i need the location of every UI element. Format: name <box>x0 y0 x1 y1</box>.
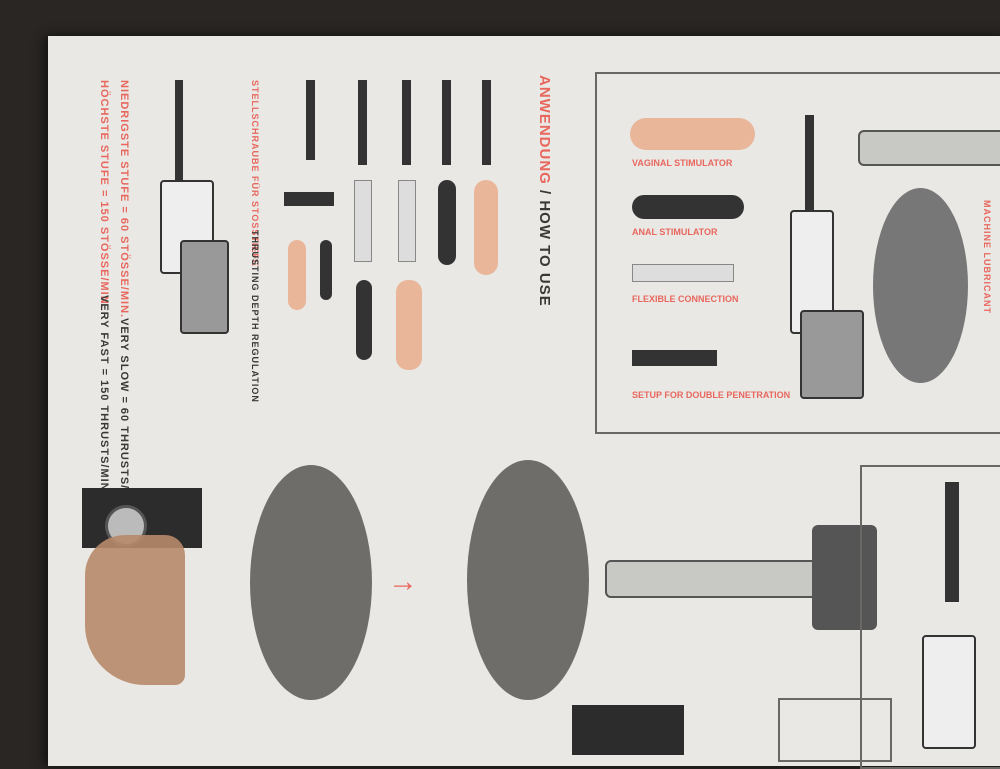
machine-rod <box>945 482 959 602</box>
flexible-connection-label: FLEXIBLE CONNECTION <box>632 294 739 304</box>
attachment-skin <box>396 280 422 370</box>
suction-base <box>467 460 589 700</box>
rod <box>306 80 315 160</box>
machine-body <box>180 240 229 334</box>
attachment-dark <box>438 180 456 265</box>
machine-arm <box>858 130 1000 166</box>
machine-body <box>800 310 864 399</box>
machine-arm <box>605 560 829 598</box>
double-adapter-image <box>632 350 717 366</box>
vaginal-stimulator-image <box>630 118 755 150</box>
depth-label-de: STELLSCHRAUBE FÜR STOSSTIEFE <box>250 80 260 267</box>
parts-panel <box>595 72 1000 434</box>
speed-high-en: VERY FAST = 150 THRUSTS/MIN. <box>98 295 110 496</box>
heading-sep: / <box>536 184 553 201</box>
arrow-right-icon: → <box>388 565 418 598</box>
arm-clamp <box>812 525 877 630</box>
rod <box>442 80 451 165</box>
speed-low-en: VERY SLOW = 60 THRUSTS/MIN. <box>118 318 130 517</box>
heading-de: ANWENDUNG <box>536 75 553 185</box>
attachment-skin <box>474 180 498 275</box>
suction-base <box>873 188 968 383</box>
attachment-dark <box>320 240 332 300</box>
double-adapter <box>284 192 334 206</box>
vaginal-stimulator-label: VAGINAL STIMULATOR <box>632 158 733 168</box>
double-penetration-label: SETUP FOR DOUBLE PENETRATION <box>632 390 791 400</box>
anal-stimulator-image <box>632 195 744 219</box>
lubricant-label: MACHINE LUBRICANT <box>982 200 992 314</box>
attachment-dark <box>356 280 372 360</box>
machine-head <box>922 635 976 749</box>
rod <box>402 80 411 165</box>
controller-box <box>572 705 684 755</box>
machine-rod <box>805 115 814 215</box>
heading-en: HOW TO USE <box>536 200 553 307</box>
attachment-skin <box>288 240 306 310</box>
flexible-connector <box>398 180 416 262</box>
speed-high-de: HÖCHSTE STUFE = 150 STÖSSE/MIN. <box>98 80 110 309</box>
speed-low-de: NIEDRIGSTE STUFE = 60 STÖSSE/MIN. <box>118 80 130 319</box>
rod <box>358 80 367 165</box>
anal-stimulator-label: ANAL STIMULATOR <box>632 227 718 237</box>
flexible-connection-image <box>632 264 734 282</box>
machine-rod <box>175 80 183 180</box>
flexible-connector <box>354 180 372 262</box>
rod <box>482 80 491 165</box>
how-to-use-heading: ANWENDUNG / HOW TO USE <box>536 75 553 307</box>
power-panel <box>778 698 892 762</box>
depth-label-en: THRUSTING DEPTH REGULATION <box>250 230 260 403</box>
hand-illustration <box>85 535 185 685</box>
suction-base <box>250 465 372 700</box>
